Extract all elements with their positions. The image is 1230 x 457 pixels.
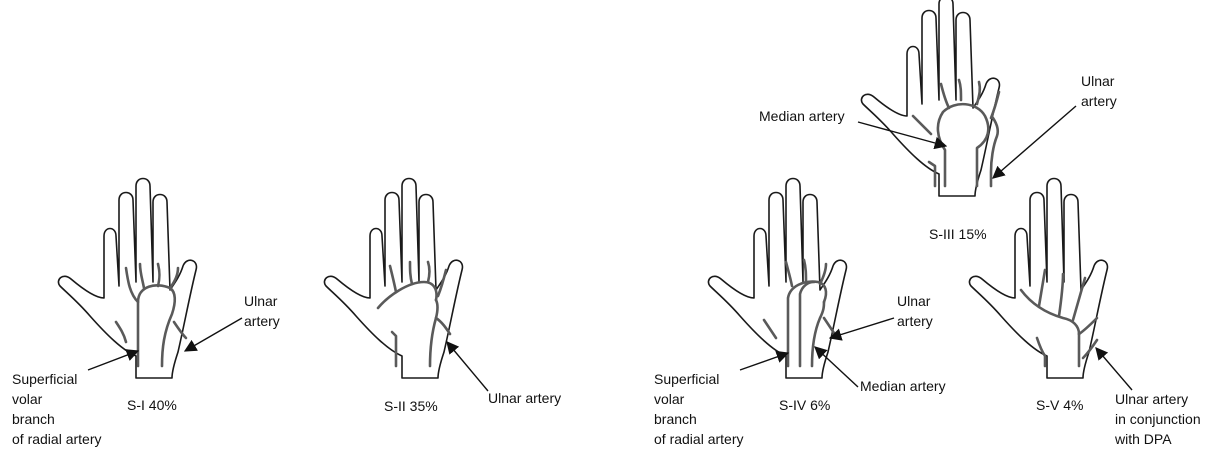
pointer-arrow xyxy=(447,342,488,391)
hand-outline xyxy=(708,179,846,379)
hand-s1 xyxy=(58,179,196,379)
label-ulnar-artery-s2: Ulnar artery xyxy=(488,390,561,406)
hand-s5 xyxy=(969,179,1107,379)
hand-outline xyxy=(969,179,1107,379)
svg-text:Ulnar: Ulnar xyxy=(244,293,278,309)
svg-text:artery: artery xyxy=(897,313,933,329)
svg-text:Median artery: Median artery xyxy=(860,378,946,394)
svg-text:of radial artery: of radial artery xyxy=(654,431,743,447)
label-median-artery-s4: Median artery xyxy=(860,378,946,394)
label-superficial-volar-s1: Superficial volar branch of radial arter… xyxy=(12,371,101,447)
label-median-artery-s3: Median artery xyxy=(759,108,845,124)
svg-text:in conjunction: in conjunction xyxy=(1115,411,1201,427)
svg-text:of radial artery: of radial artery xyxy=(12,431,101,447)
pointer-arrow xyxy=(1096,348,1132,390)
pointer-arrow xyxy=(993,106,1076,178)
svg-text:Ulnar: Ulnar xyxy=(897,293,931,309)
caption-s4: S-IV 6% xyxy=(779,397,830,413)
hand-s2 xyxy=(324,179,462,379)
svg-text:volar: volar xyxy=(654,391,685,407)
svg-text:Superficial: Superficial xyxy=(12,371,77,387)
svg-text:volar: volar xyxy=(12,391,43,407)
caption-s3: S-III 15% xyxy=(929,226,987,242)
svg-text:Superficial: Superficial xyxy=(654,371,719,387)
svg-text:Ulnar artery: Ulnar artery xyxy=(1115,391,1188,407)
pointer-arrow xyxy=(740,353,788,370)
label-ulnar-dpa-s5: Ulnar artery in conjunction with DPA xyxy=(1114,391,1201,447)
svg-text:Median artery: Median artery xyxy=(759,108,845,124)
pointer-arrow xyxy=(88,351,138,370)
hand-s3 xyxy=(861,0,999,196)
svg-text:branch: branch xyxy=(12,411,55,427)
label-ulnar-artery-s1: Ulnar artery xyxy=(244,293,280,329)
label-superficial-volar-s4: Superficial volar branch of radial arter… xyxy=(654,371,743,447)
pointer-arrow xyxy=(185,318,242,351)
caption-s2: S-II 35% xyxy=(384,398,438,414)
svg-text:artery: artery xyxy=(1081,93,1117,109)
caption-s5: S-V 4% xyxy=(1036,397,1083,413)
pointer-arrow xyxy=(830,318,894,338)
svg-text:with DPA: with DPA xyxy=(1114,431,1172,447)
svg-text:artery: artery xyxy=(244,313,280,329)
label-ulnar-artery-s3: Ulnar artery xyxy=(1081,73,1117,109)
label-ulnar-artery-s4: Ulnar artery xyxy=(897,293,933,329)
svg-text:branch: branch xyxy=(654,411,697,427)
svg-text:Ulnar: Ulnar xyxy=(1081,73,1115,89)
svg-text:Ulnar artery: Ulnar artery xyxy=(488,390,561,406)
hand-s4 xyxy=(708,179,846,379)
caption-s1: S-I 40% xyxy=(127,397,177,413)
